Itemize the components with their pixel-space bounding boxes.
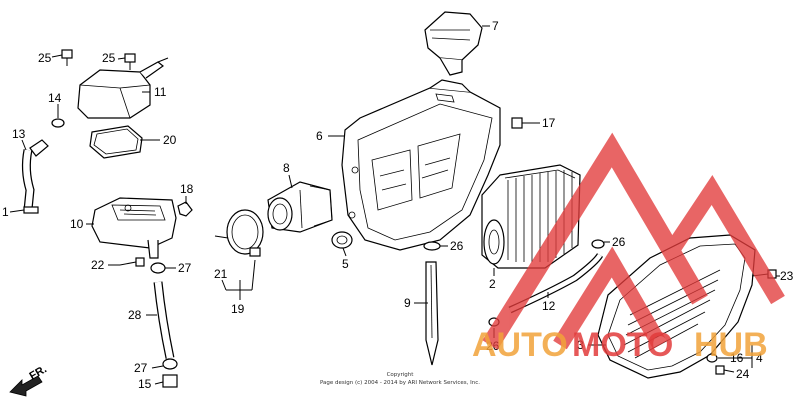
leader-lines: [9, 25, 780, 385]
callout-14: 14: [48, 91, 62, 105]
callout-15: 15: [138, 377, 152, 391]
washer-16: [706, 353, 718, 363]
watermark-word-auto: AUTO: [472, 326, 568, 364]
plug-15: [162, 374, 178, 388]
snorkel-7: [424, 11, 483, 76]
callout-26-right: 26: [612, 235, 626, 249]
copyright-line-1: Copyright: [387, 372, 415, 378]
callout-26-middle: 26: [450, 239, 464, 253]
callout-6: 6: [316, 129, 323, 143]
callout-25-right: 25: [102, 51, 116, 65]
callout-3: 3: [577, 338, 584, 352]
callout-11: 11: [154, 85, 167, 99]
callout-13: 13: [12, 127, 26, 141]
grommet-5: [331, 231, 353, 249]
connecting-tube-8: [267, 181, 333, 233]
hose-13: [21, 139, 49, 211]
callout-25-left: 25: [38, 51, 52, 65]
callout-27-lower: 27: [134, 361, 148, 375]
air-cleaner-case-6: [341, 79, 501, 251]
callout-21: 21: [214, 267, 228, 281]
watermark-word-hub: HUB: [694, 326, 768, 364]
callout-24: 24: [736, 367, 750, 381]
clip-26-upper-right: [591, 239, 605, 249]
front-marker: FR.: [28, 363, 49, 382]
breather-chamber-10: [91, 197, 177, 259]
hose-12: [508, 253, 604, 314]
copyright-line-2: Page design (c) 2004 - 2014 by ARI Netwo…: [320, 380, 480, 386]
drain-tube-9: [425, 261, 439, 366]
callout-19: 19: [231, 302, 245, 316]
bolt-25-right: [124, 53, 136, 70]
bolt-22: [119, 257, 145, 267]
clamp-27-lower: [162, 358, 178, 370]
callout-4: 4: [756, 351, 763, 365]
callout-5: 5: [342, 257, 349, 271]
callout-2: 2: [489, 277, 496, 291]
callout-27-upper: 27: [178, 261, 192, 275]
front-direction-arrow: [9, 375, 43, 397]
breather-cover-11: [77, 57, 169, 119]
watermark-logo: [482, 132, 785, 350]
callout-1: 1: [2, 205, 9, 219]
callout-16: 16: [730, 351, 744, 365]
clip-26-middle: [423, 241, 441, 251]
callout-17: 17: [542, 116, 556, 130]
callout-18: 18: [180, 182, 194, 196]
callout-22: 22: [91, 258, 105, 272]
drain-tube-28: [153, 281, 175, 359]
callout-9: 9: [404, 296, 411, 310]
callout-7: 7: [492, 19, 499, 33]
watermark-word-moto: MOTO: [572, 326, 673, 364]
callout-10: 10: [70, 217, 84, 231]
clip-1: [23, 206, 39, 214]
gasket-20: [89, 125, 143, 159]
callout-8: 8: [283, 161, 290, 175]
side-cover-3: [597, 234, 756, 379]
callout-28: 28: [128, 308, 142, 322]
band-clamp-21: [214, 209, 264, 257]
bolt-17: [511, 117, 532, 129]
bolt-25-left: [61, 49, 73, 66]
callout-20: 20: [163, 133, 177, 147]
clip-14: [51, 110, 65, 128]
clip-18: [177, 201, 193, 217]
screw-24: [715, 365, 725, 375]
callout-12: 12: [542, 299, 556, 313]
callout-23: 23: [780, 269, 794, 283]
clamp-27-upper: [150, 262, 166, 274]
